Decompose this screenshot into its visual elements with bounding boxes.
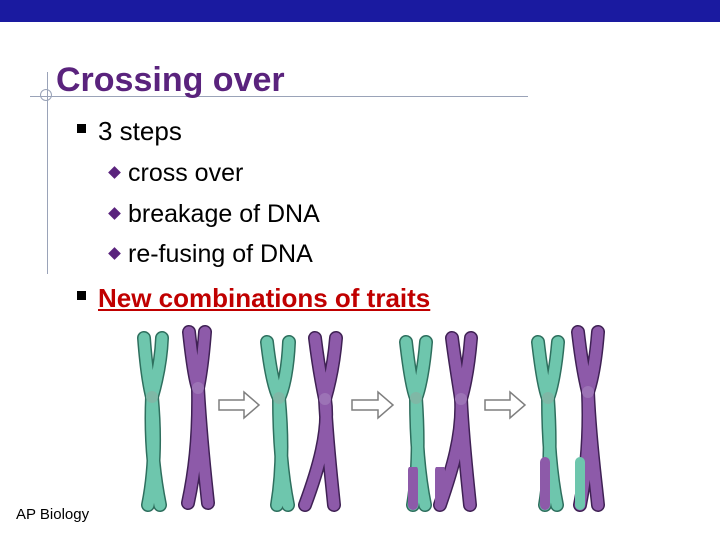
subitem-cross-over: cross over	[108, 158, 244, 188]
title-underline	[30, 96, 528, 97]
subitem-text: breakage of DNA	[128, 200, 320, 228]
transition-arrows	[218, 390, 527, 420]
square-bullet-icon	[77, 291, 86, 300]
arrow-right-icon	[484, 390, 527, 420]
slide-title: Crossing over	[56, 61, 285, 99]
chromosome-stage-4	[531, 325, 605, 512]
crosshair-circle-icon	[40, 89, 52, 101]
subitem-text: cross over	[128, 159, 244, 187]
header-divider	[0, 22, 720, 24]
decorative-vertical-line	[47, 72, 48, 274]
arrow-right-icon	[218, 390, 261, 420]
chromosome-stage-1	[137, 325, 215, 512]
square-bullet-icon	[77, 124, 86, 133]
arrow-right-icon	[351, 390, 395, 420]
bullet-3-steps: 3 steps	[77, 116, 182, 146]
bullet-new-combinations: New combinations of traits	[77, 283, 430, 313]
bullet-text: 3 steps	[98, 116, 182, 146]
header-bar	[0, 0, 720, 22]
chromosome-stage-2	[260, 331, 343, 512]
subitem-refusing: re-fusing of DNA	[108, 239, 313, 269]
chromosome-stage-3	[399, 331, 478, 512]
footer-label: AP Biology	[16, 506, 90, 523]
subitem-breakage: breakage of DNA	[108, 199, 320, 229]
bullet-link-text[interactable]: New combinations of traits	[98, 283, 431, 313]
subitem-text: re-fusing of DNA	[128, 240, 313, 268]
